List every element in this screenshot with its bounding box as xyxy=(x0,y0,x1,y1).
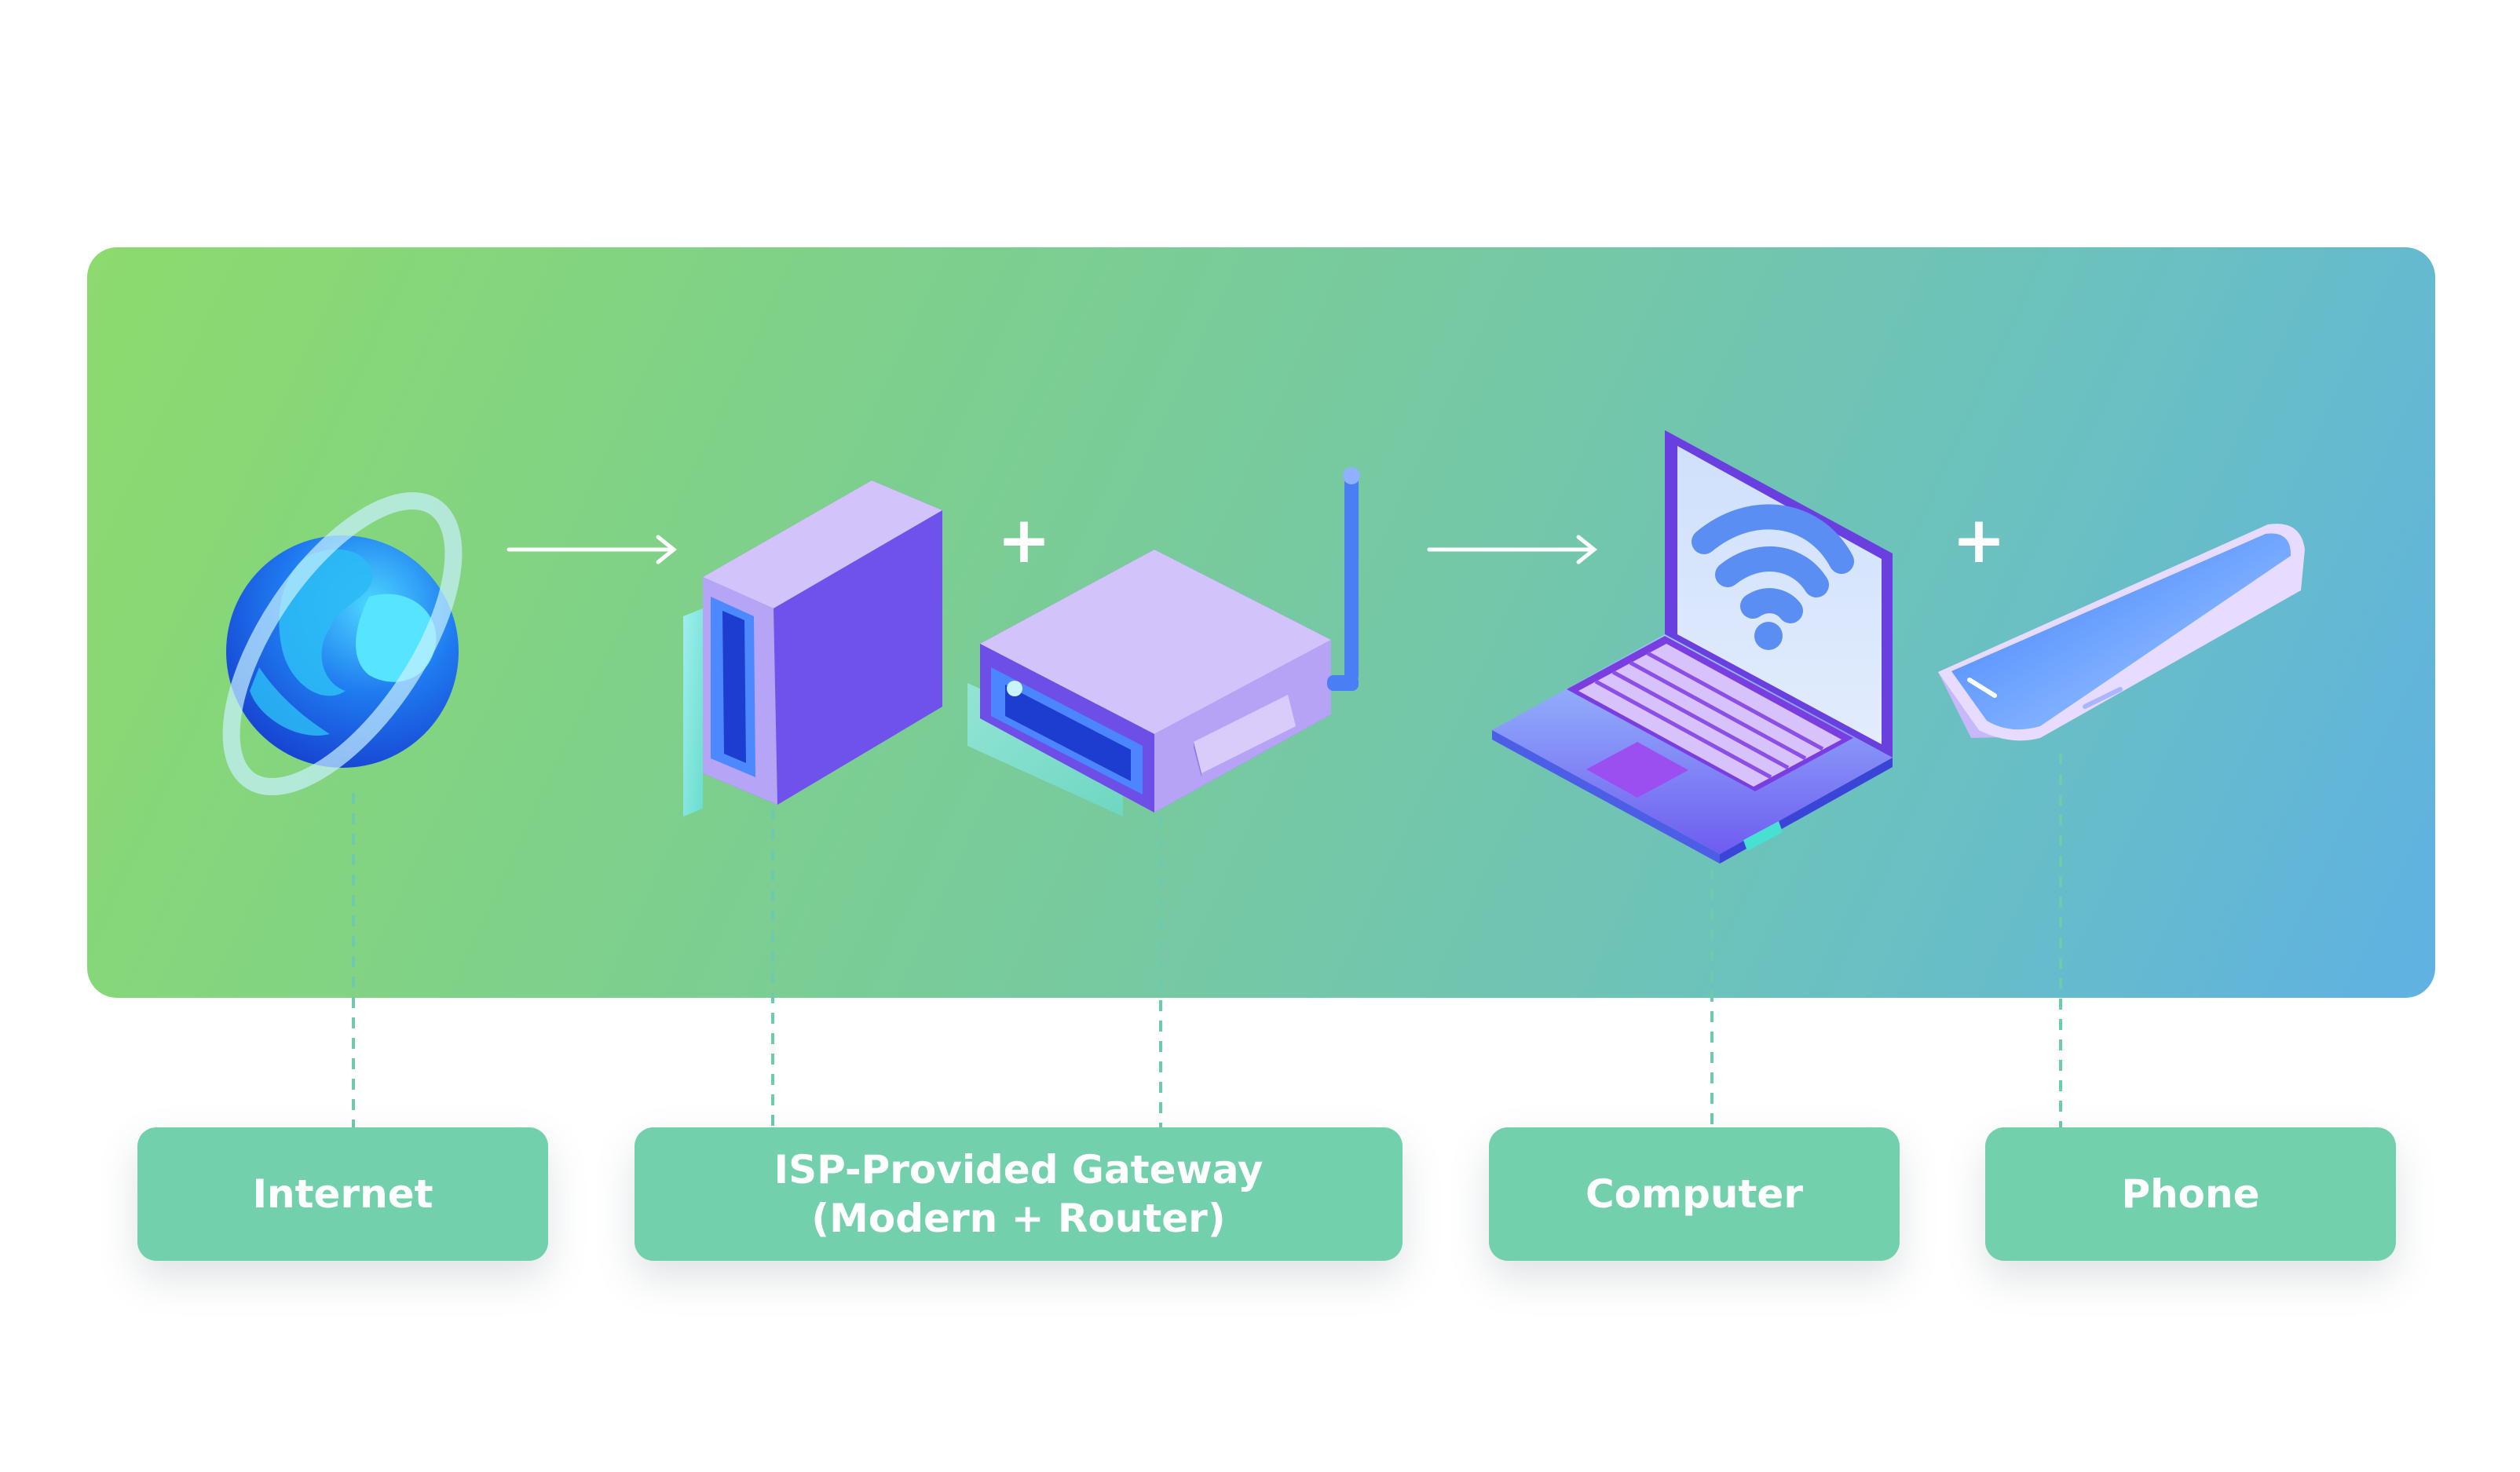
label-gateway-line2: (Modern + Router) xyxy=(811,1196,1226,1241)
label-gateway: ISP-Provided Gateway (Modern + Router) xyxy=(635,1127,1403,1261)
arrow-right-icon xyxy=(507,535,678,564)
plus-sign: + xyxy=(997,503,1052,578)
label-gateway-line1: ISP-Provided Gateway xyxy=(774,1147,1264,1193)
label-internet: Internet xyxy=(137,1127,548,1261)
keyboard-keys xyxy=(1578,644,1842,787)
smartphone-icon xyxy=(1938,524,2305,741)
label-phone: Phone xyxy=(1985,1127,2396,1261)
router-icon xyxy=(967,467,1360,816)
label-computer: Computer xyxy=(1489,1127,1900,1261)
connector-lines xyxy=(352,754,2062,1127)
globe-icon xyxy=(222,491,463,796)
plus-sign: + xyxy=(1952,503,2006,578)
wifi-icon xyxy=(1692,504,1854,623)
laptop-icon xyxy=(1492,430,1893,864)
modem-icon xyxy=(683,480,942,816)
label-phone-text: Phone xyxy=(2121,1171,2260,1217)
label-computer-text: Computer xyxy=(1585,1171,1803,1217)
arrow-right-icon xyxy=(1427,535,1598,564)
label-internet-text: Internet xyxy=(252,1171,433,1217)
